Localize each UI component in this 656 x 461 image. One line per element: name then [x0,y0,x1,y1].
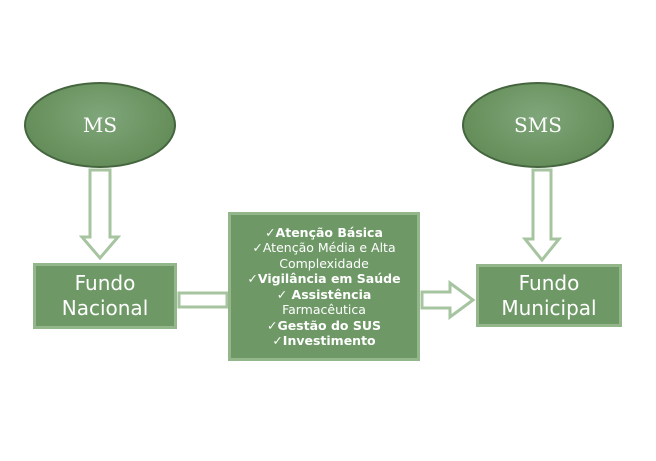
center-box-node: ✓Atenção Básica ✓Atenção Média e Alta Co… [228,212,420,361]
sms-node: SMS [462,82,614,168]
center-item-atencao-basica: ✓Atenção Básica [265,224,383,240]
fundo-nacional-label-line2: Nacional [61,296,149,320]
center-item-farmaceutica: Farmacêutica [282,302,366,317]
fundo-municipal-node: Fundo Municipal [476,264,622,327]
ms-node: MS [24,82,176,168]
center-item-atencao-media-alta: ✓Atenção Média e Alta [252,240,396,255]
fundo-nacional-label-line1: Fundo [74,271,136,295]
arrow-sms-to-fundo-municipal [521,168,563,263]
fundo-municipal-label-line2: Municipal [501,295,597,320]
sms-label: SMS [514,113,562,137]
center-item-assistencia: ✓ Assistência [276,286,372,302]
center-item-complexidade: Complexidade [279,255,369,271]
center-item-gestao-sus: ✓Gestão do SUS [266,317,382,333]
fundo-municipal-label-line1: Fundo [518,270,580,295]
center-item-vigilancia: ✓Vigilância em Saúde [247,271,401,286]
ms-label: MS [82,113,118,137]
fundo-nacional-node: Fundo Nacional [33,263,177,329]
center-item-investimento: ✓Investimento [272,333,376,348]
connector-fundo-nacional-to-center [177,291,229,309]
arrow-ms-to-fundo-nacional [78,168,122,261]
arrow-center-to-fundo-municipal [420,280,476,320]
